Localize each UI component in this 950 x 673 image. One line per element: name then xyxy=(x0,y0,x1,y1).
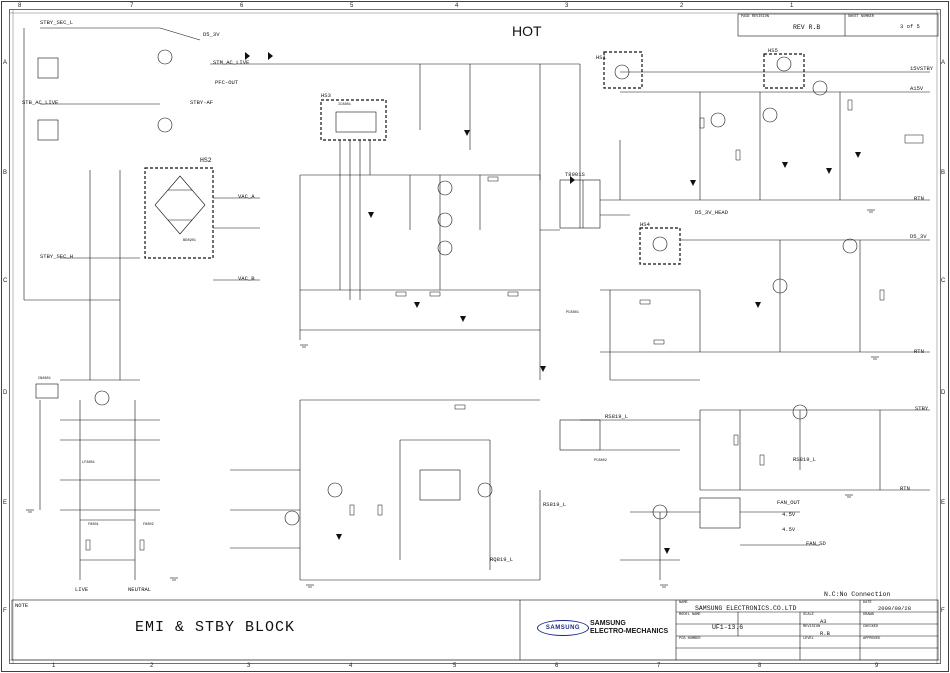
row-label: B xyxy=(3,170,8,176)
brand-line-1: SAMSUNG xyxy=(590,620,626,627)
block-title: EMI & STBY BLOCK xyxy=(135,619,296,636)
part-label: HS1 xyxy=(596,54,606,61)
column-label: 3 xyxy=(247,663,251,669)
name-label: NAME xyxy=(679,601,688,605)
part-label: PC8802 xyxy=(594,459,607,463)
part-label: F8802 xyxy=(143,523,154,527)
row-label: A xyxy=(941,60,946,66)
net-label: VAC_A xyxy=(238,193,255,200)
part-label: IC8801 xyxy=(338,103,351,107)
net-label: STM_AC_LIVE xyxy=(213,59,250,66)
row-label: D xyxy=(941,390,946,396)
date-value: 2009/09/28 xyxy=(878,605,912,612)
column-label: 2 xyxy=(680,3,684,9)
row-label: E xyxy=(941,500,946,506)
net-label: VAC_B xyxy=(238,275,255,282)
net-label: STBY_SEC_H xyxy=(40,253,74,260)
net-label: RS819_L xyxy=(543,501,567,508)
row-label: F xyxy=(941,608,945,614)
column-label: 5 xyxy=(350,3,354,9)
row-label: C xyxy=(3,278,8,284)
part-label: LF8801 xyxy=(82,461,95,465)
column-label: 1 xyxy=(790,3,794,9)
net-label: RTN xyxy=(914,195,924,202)
net-label: RS819_L xyxy=(605,413,629,420)
part-label: HS4 xyxy=(640,221,650,228)
column-label: 2 xyxy=(150,663,154,669)
column-label: 7 xyxy=(657,663,661,669)
part-label: HS5 xyxy=(768,47,778,54)
column-label: 6 xyxy=(555,663,559,669)
model-value: UF1-13.6 xyxy=(712,624,744,631)
net-label: D5_3V_HEAD xyxy=(695,209,729,216)
drawn-label: DRAWN xyxy=(863,613,874,617)
scale-value: A3 xyxy=(820,618,827,625)
sheet-header: SHEET NUMBER xyxy=(848,15,874,19)
row-label: F xyxy=(3,608,7,614)
column-label: 1 xyxy=(52,663,56,669)
checked-label: CHECKED xyxy=(863,625,879,629)
row-label: A xyxy=(3,60,8,66)
approved-label: APPROVED xyxy=(863,637,881,641)
net-label: 15VSTBY xyxy=(910,65,934,72)
part-label: HS2 xyxy=(200,157,212,164)
column-label: 6 xyxy=(240,3,244,9)
net-label: NEUTRAL xyxy=(128,586,152,593)
row-label: C xyxy=(941,278,946,284)
column-label: 3 xyxy=(565,3,569,9)
level-label: LEVEL xyxy=(803,637,814,641)
net-label: RQ819_L xyxy=(490,556,514,563)
net-label: PFC-OUT xyxy=(215,79,239,86)
rev-value: REV R.B xyxy=(793,24,821,31)
part-label: PC8801 xyxy=(566,311,579,315)
net-label: STBY-AF xyxy=(190,99,214,106)
net-label: STB_AC_LIVE xyxy=(22,99,59,106)
net-label: 4.5V xyxy=(782,511,796,518)
column-label: 8 xyxy=(18,3,22,9)
column-label: 7 xyxy=(130,3,134,9)
revision-label: REVISION xyxy=(803,625,821,629)
part-label: HS3 xyxy=(321,92,331,99)
sheet-value: 3 of 5 xyxy=(900,23,920,30)
row-label: E xyxy=(3,500,8,506)
company-name: SAMSUNG ELECTRONICS.CO.LTD xyxy=(695,605,797,612)
scale-label: SCALE xyxy=(803,613,814,617)
date-label: DATE xyxy=(863,601,872,605)
row-label: B xyxy=(941,170,946,176)
samsung-logo: SAMSUNG xyxy=(537,620,589,636)
part-label: BD8901 xyxy=(183,239,196,243)
part-label: T8901S xyxy=(565,171,585,178)
column-label: 4 xyxy=(349,663,353,669)
net-label: FAN_OUT xyxy=(777,499,801,506)
hot-label: HOT xyxy=(512,23,542,39)
brand-line-2: ELECTRO-MECHANICS xyxy=(590,628,669,635)
net-label: 4.5V xyxy=(782,526,796,533)
part-label: F8801 xyxy=(88,523,99,527)
pcb-label: PCB NUMBER xyxy=(679,637,701,641)
part-label: CN8801 xyxy=(38,377,51,381)
net-label: LIVE xyxy=(75,586,89,593)
rev-header: PAGE REVISION xyxy=(741,15,770,19)
model-label: MODEL NAME xyxy=(679,613,701,617)
net-label: A15V xyxy=(910,85,924,92)
column-label: 5 xyxy=(453,663,457,669)
net-label: D5_3V xyxy=(910,233,927,240)
note-label: NOTE xyxy=(15,602,29,609)
column-label: 4 xyxy=(455,3,459,9)
net-label: D5_3V xyxy=(203,31,220,38)
net-label: STBY_SEC_L xyxy=(40,19,74,26)
net-label: STBY xyxy=(915,405,929,412)
net-label: RTN xyxy=(914,348,924,355)
nc-note: N.C:No Connection xyxy=(824,591,891,598)
net-label: RS819_L xyxy=(793,456,817,463)
row-label: D xyxy=(3,390,8,396)
column-label: 9 xyxy=(875,663,879,669)
column-label: 8 xyxy=(758,663,762,669)
net-label: FAN_SD xyxy=(806,540,826,547)
net-label: RTN xyxy=(900,485,910,492)
revision-value: R.B xyxy=(820,630,830,637)
